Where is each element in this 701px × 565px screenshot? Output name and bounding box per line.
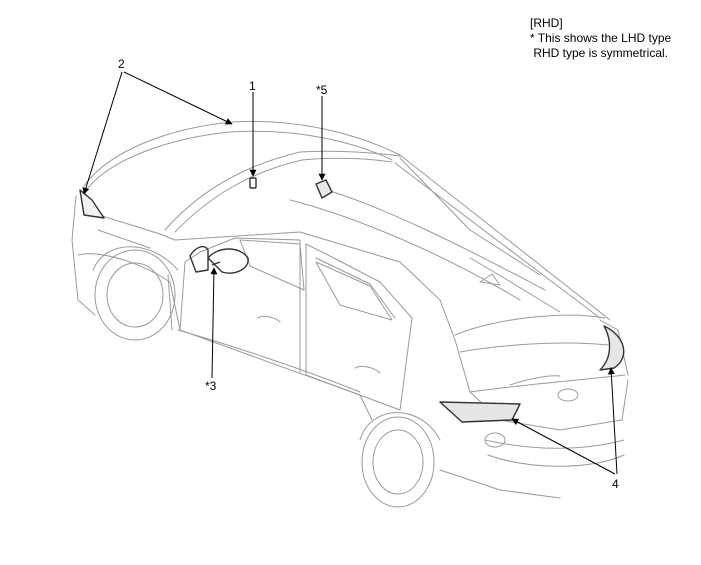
steering-wheel-component	[207, 248, 249, 274]
note-lhd-type: * This shows the LHD type	[530, 31, 672, 45]
leader-3	[210, 267, 218, 379]
components	[79, 177, 625, 423]
leader-lines	[82, 71, 618, 475]
note-rhd-heading: [RHD]	[530, 16, 563, 30]
leader-2-to-roof	[123, 71, 233, 125]
callout-5: *5	[316, 83, 328, 97]
callout-4: 4	[612, 477, 619, 491]
front-lamp-component	[79, 189, 105, 219]
callout-1: 1	[249, 79, 256, 93]
callout-3: *3	[205, 379, 217, 393]
leader-4-to-tailgate	[607, 367, 618, 475]
leader-2-to-headlamp	[82, 71, 123, 195]
side-mirror	[189, 245, 209, 273]
note-rhd-symmetrical: RHD type is symmetrical.	[530, 46, 669, 60]
module-component	[315, 179, 333, 199]
car-body	[71, 120, 629, 508]
tailgate-lamp-component	[599, 325, 625, 371]
rain-sensor-component	[249, 177, 257, 189]
callout-2: 2	[118, 57, 125, 71]
rear-lamp-component	[439, 401, 521, 423]
leader-4-to-rear-lamp	[511, 418, 616, 475]
